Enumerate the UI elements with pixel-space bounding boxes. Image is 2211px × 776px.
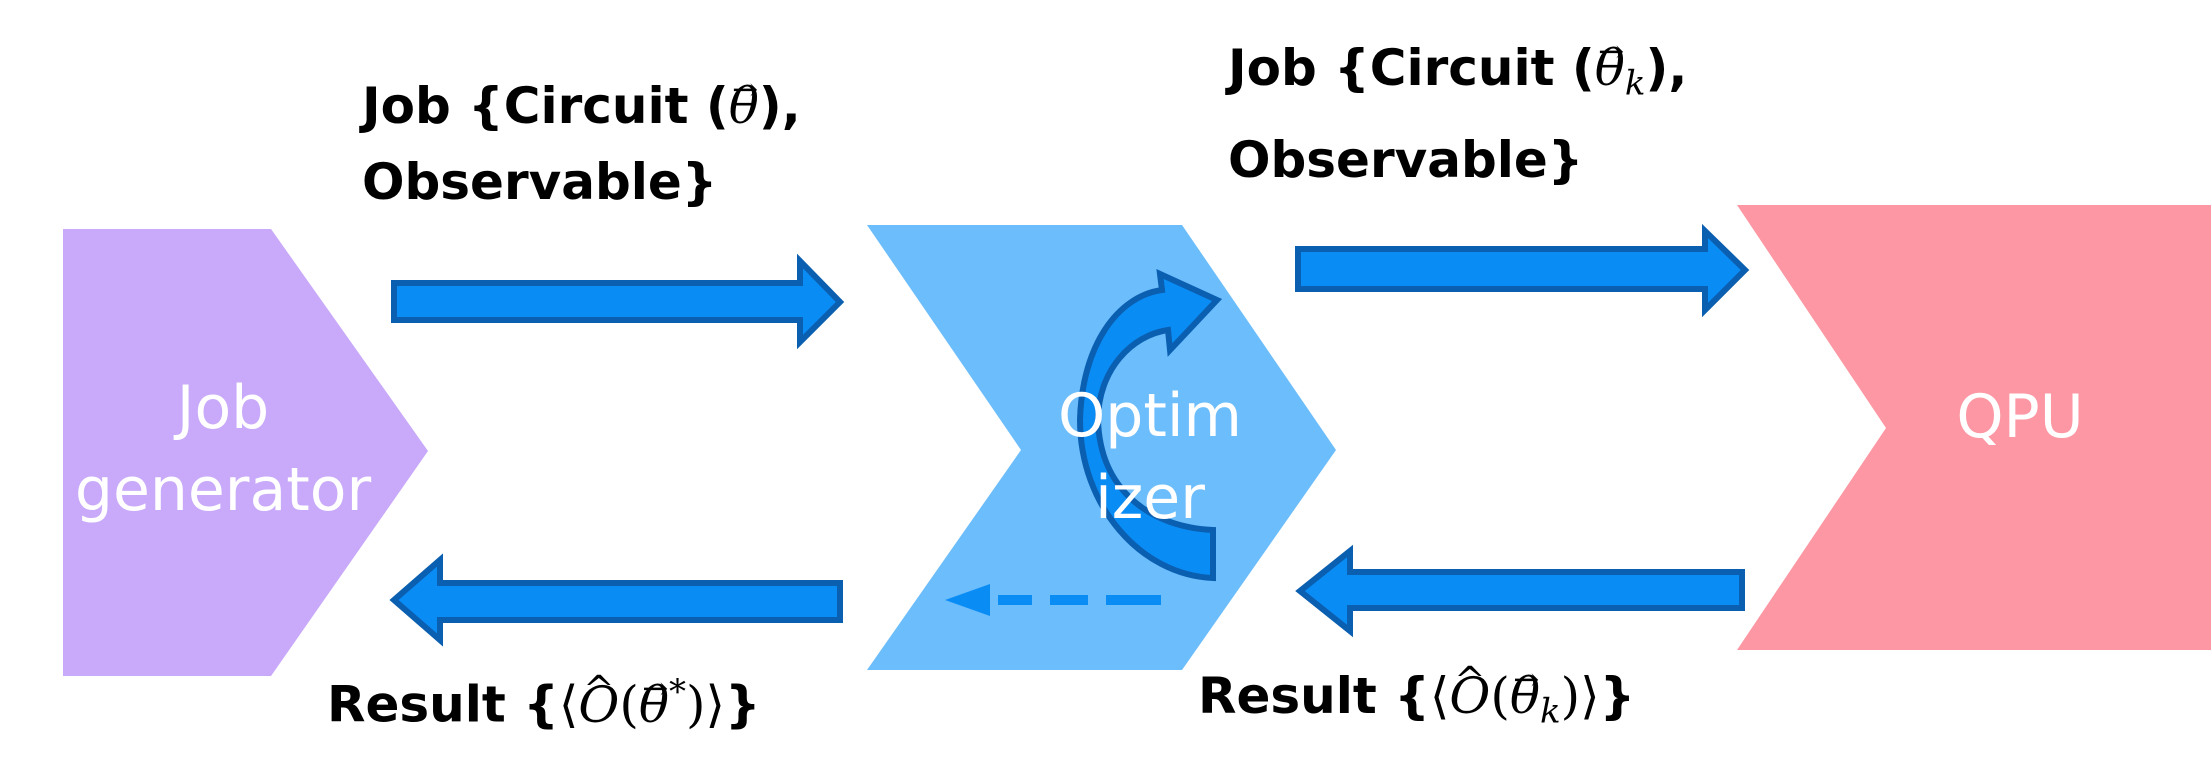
result-label-left: Result {⟨O(θ*)⟩}: [327, 654, 761, 743]
theta-vector: θ: [729, 68, 759, 144]
job-generator-label-line2: generator: [74, 455, 372, 525]
dashed-left-arrow-icon: [945, 584, 1161, 616]
observable-operator: O: [578, 667, 619, 743]
subscript-k: k: [1624, 63, 1646, 104]
theta-vector: θ: [1595, 30, 1625, 106]
job-label-right: Job {Circuit (θk), Observable}: [1228, 30, 1687, 198]
arrow-left-icon: [1295, 544, 1745, 638]
superscript-star: *: [668, 672, 686, 712]
optimizer-label: Optim izer: [1000, 375, 1300, 539]
job-label-right-line1: Job {Circuit (θk),: [1228, 30, 1687, 122]
job-generator-block: [63, 229, 428, 676]
job-generator-label: Job generator: [63, 367, 383, 531]
job-label-left: Job {Circuit (θ), Observable}: [362, 68, 801, 220]
theta-vector: θ: [1510, 658, 1540, 734]
theta-vector: θ: [639, 667, 669, 743]
qpu-label: QPU: [1956, 382, 2084, 452]
subscript-k: k: [1539, 691, 1561, 732]
arrow-right-icon: [391, 253, 845, 350]
qpu-block: [1737, 205, 2211, 650]
job-label-right-line2: Observable}: [1228, 130, 1584, 189]
arrow-left-icon: [389, 553, 843, 647]
optimizer-label-line1: Optim: [1058, 381, 1242, 451]
curved-loop-arrow-icon: [1076, 269, 1223, 582]
job-label-left-line2: Observable}: [362, 153, 718, 211]
job-label-left-line1: Job {Circuit (θ),: [362, 68, 801, 144]
optimizer-label-line2: izer: [1095, 463, 1205, 533]
arrow-right-icon: [1295, 223, 1750, 318]
observable-operator: O: [1449, 658, 1490, 734]
job-generator-label-line1: Job: [176, 373, 270, 443]
result-label-right: Result {⟨O(θk)⟩}: [1198, 658, 1635, 750]
